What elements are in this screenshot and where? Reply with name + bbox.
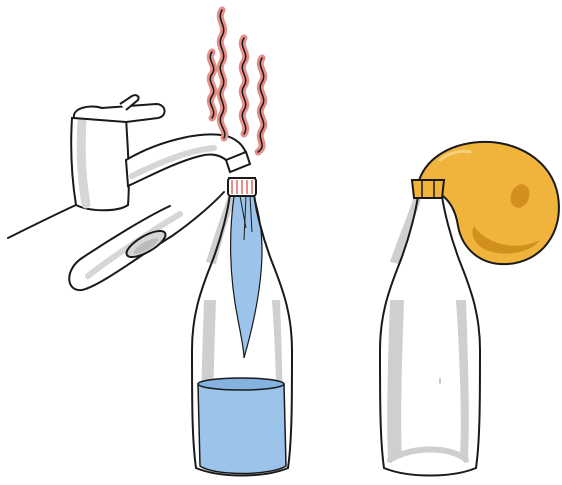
bottle-with-water-icon [192, 178, 292, 476]
steam-icon [210, 10, 263, 152]
water-in-bottle [198, 378, 286, 474]
balloon-icon [412, 142, 559, 264]
water-stream [231, 196, 262, 358]
